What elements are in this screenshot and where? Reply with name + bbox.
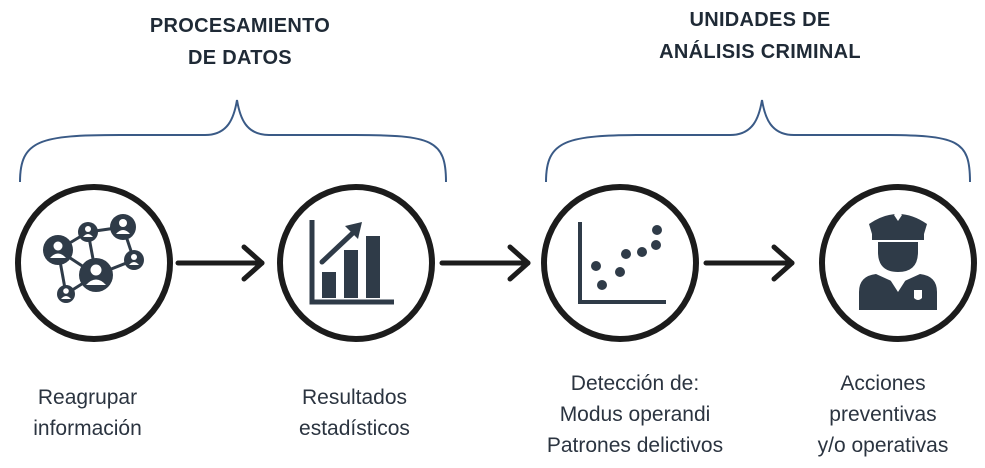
- scatter-plot-icon: [578, 222, 666, 304]
- group-title-processing-line1: PROCESAMIENTO: [149, 15, 331, 37]
- step-caption-4-line1: Acciones: [840, 372, 926, 395]
- step-circle-3: [541, 184, 699, 342]
- step-caption-1-line1: Reagrupar: [37, 386, 138, 409]
- brace-processing: [19, 99, 447, 183]
- step-caption-3-line2: Modus operandi: [559, 403, 711, 426]
- step-caption-3-line1: Detección de:: [570, 372, 700, 395]
- arrow-2: [439, 244, 531, 282]
- step-caption-4-line2: preventivas: [829, 403, 937, 426]
- group-title-processing: PROCESAMIENTO DE DATOS: [80, 10, 400, 74]
- step-caption-2: Resultados estadísticos: [262, 382, 447, 444]
- group-title-units-line2: ANÁLISIS CRIMINAL: [659, 41, 861, 63]
- step-caption-3-line3: Patrones delictivos: [546, 434, 724, 457]
- bar-chart-growth-icon: [309, 220, 394, 305]
- step-caption-4-line3: y/o operativas: [817, 434, 949, 457]
- step-caption-3: Detección de: Modus operandi Patrones de…: [500, 368, 770, 461]
- brace-units: [545, 99, 971, 183]
- police-officer-icon: [859, 211, 937, 310]
- network-people-icon: [43, 214, 144, 303]
- step-caption-4: Acciones preventivas y/o operativas: [788, 368, 978, 461]
- group-title-units: UNIDADES DE ANÁLISIS CRIMINAL: [600, 4, 920, 68]
- group-title-processing-line2: DE DATOS: [188, 47, 292, 69]
- step-caption-2-line2: estadísticos: [299, 417, 410, 440]
- step-caption-1: Reagrupar información: [0, 382, 175, 444]
- arrow-1: [175, 244, 265, 282]
- group-title-units-line1: UNIDADES DE: [689, 9, 831, 31]
- step-caption-2-line1: Resultados: [301, 386, 408, 409]
- step-caption-1-line2: información: [33, 417, 142, 440]
- arrow-3: [703, 244, 795, 282]
